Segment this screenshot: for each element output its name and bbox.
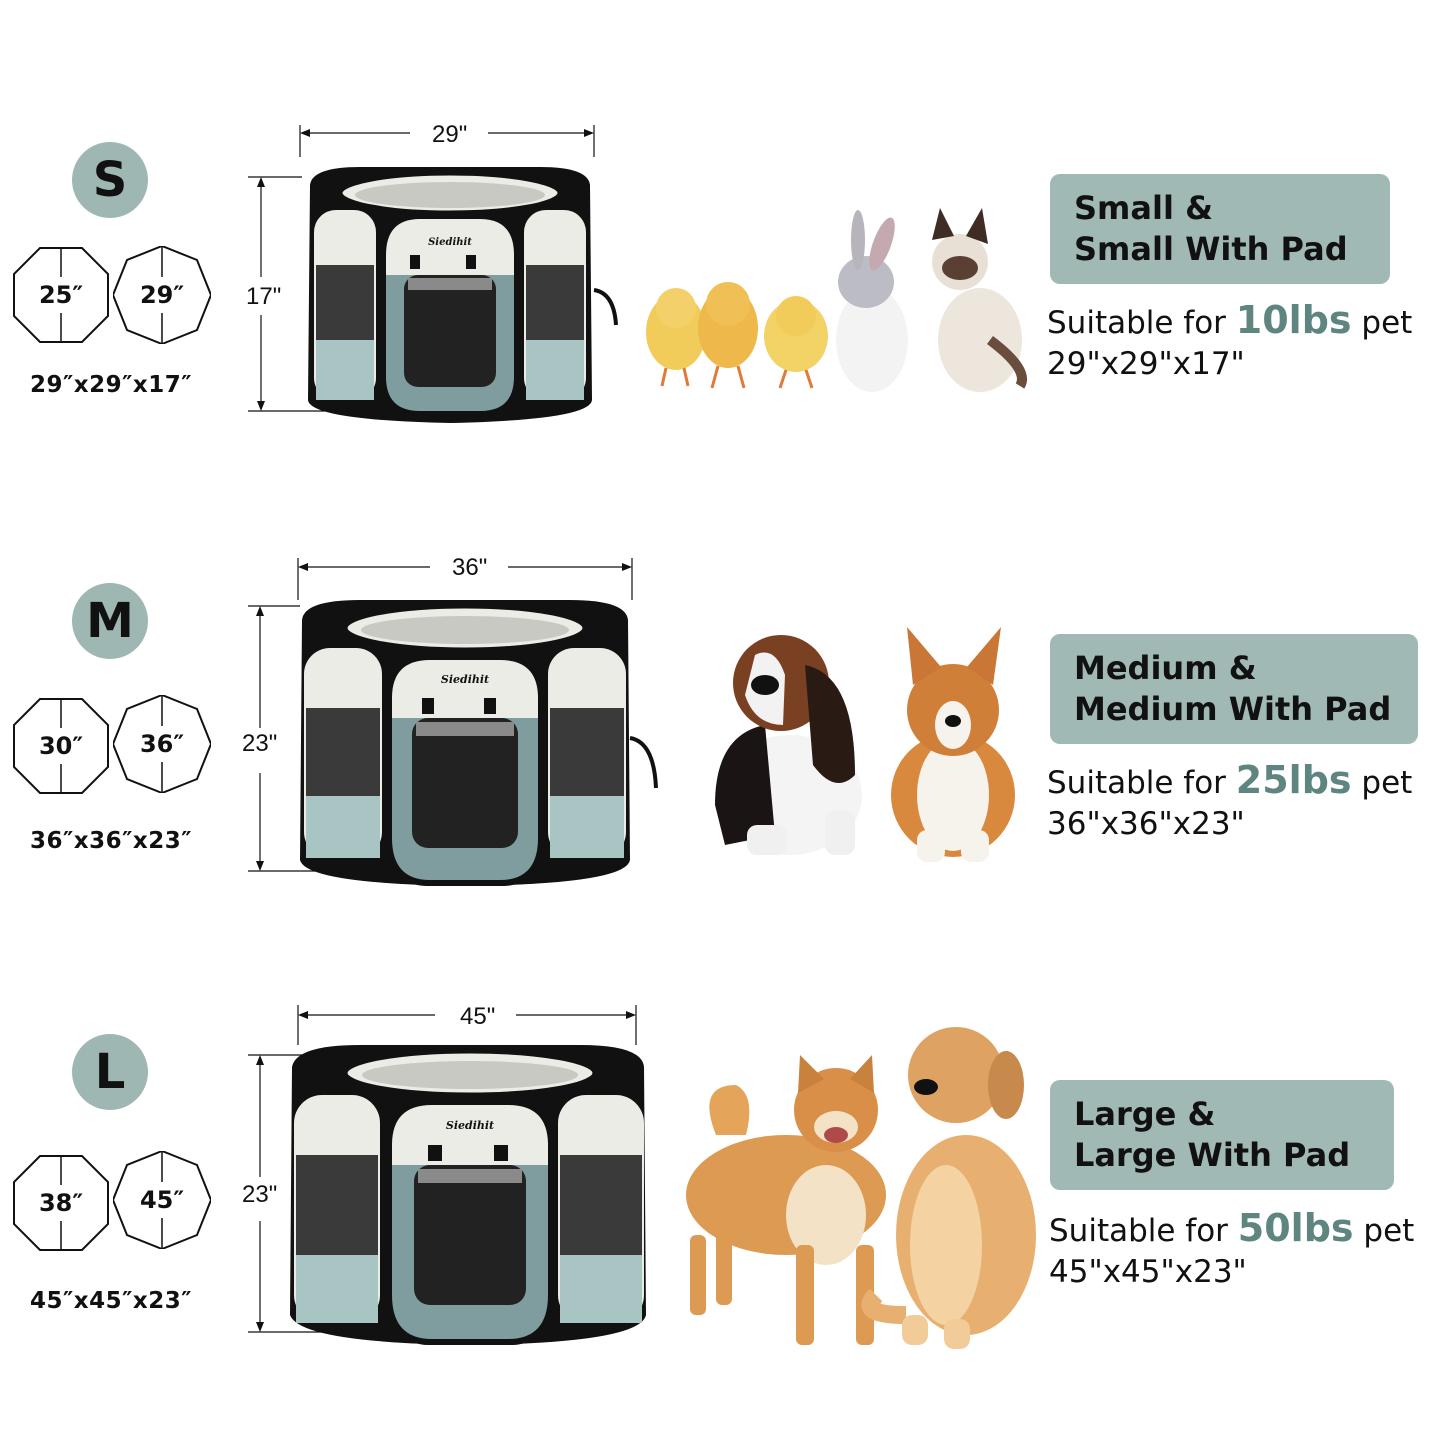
suitable-suffix: pet — [1361, 305, 1413, 341]
badge-line-2: Small With Pad — [1074, 230, 1348, 268]
playpen-image: Siedihit 29" 17" — [240, 115, 640, 430]
height-dimension-label: 23" — [236, 1181, 284, 1209]
size-row-small: S 25″ 29″ 29″x29″x17″ — [0, 0, 1445, 460]
suitable-prefix: Suitable for — [1047, 305, 1226, 341]
weight-capacity: 50lbs — [1237, 1206, 1354, 1250]
corgi-icon — [891, 627, 1015, 862]
octagon-diagonal-label: 36″ — [138, 726, 186, 762]
dimensions-text: 36"x36"x23" — [1047, 806, 1245, 842]
suitable-suffix: pet — [1361, 765, 1413, 801]
basset-hound-icon — [715, 635, 862, 855]
octagon-diagonal-icon: 45″ — [113, 1151, 211, 1249]
suitable-prefix: Suitable for — [1049, 1213, 1228, 1249]
octagon-side-label: 25″ — [37, 277, 85, 313]
width-dimension-label: 45" — [454, 1003, 502, 1031]
octagon-diagonal-label: 29″ — [138, 277, 186, 313]
suitable-for-text: Suitable for 50lbs pet — [1049, 1206, 1414, 1250]
width-dimension-label: 29" — [426, 121, 474, 149]
suitable-for-text: Suitable for 25lbs pet — [1047, 758, 1412, 802]
octagon-diagonal-icon: 29″ — [113, 246, 211, 344]
suitable-prefix: Suitable for — [1047, 765, 1226, 801]
width-dimension-label: 36" — [446, 554, 494, 582]
animals-illustration — [640, 200, 1030, 400]
suitable-suffix: pet — [1363, 1213, 1415, 1249]
playpen-drawing: Siedihit — [248, 1005, 646, 1345]
shiba-inu-icon — [686, 1055, 886, 1345]
golden-retriever-icon — [861, 1027, 1036, 1349]
animals-illustration — [685, 615, 1025, 870]
octagon-diagonal-label: 45″ — [138, 1182, 186, 1218]
octagon-side-icon: 25″ — [12, 246, 110, 344]
brand-logo: Siedihit — [428, 237, 472, 248]
size-letter-badge: S — [72, 142, 148, 218]
dimensions-text: 29"x29"x17" — [1047, 346, 1245, 382]
rabbit-icon — [836, 210, 908, 392]
octagon-side-icon: 30″ — [12, 697, 110, 795]
octagon-side-label: 30″ — [37, 728, 85, 764]
dimensions-bold: 45″x45″x23″ — [30, 1288, 193, 1314]
octagon-side-icon: 38″ — [12, 1154, 110, 1252]
badge-line-2: Large With Pad — [1074, 1136, 1351, 1174]
badge-line-2: Medium With Pad — [1074, 690, 1392, 728]
size-letter: S — [92, 152, 128, 208]
dimensions-bold: 36″x36″x23″ — [30, 828, 193, 854]
badge-line-1: Large & — [1074, 1095, 1216, 1133]
brand-logo: Siedihit — [441, 673, 489, 686]
octagon-diagonal-icon: 36″ — [113, 695, 211, 793]
badge-line-1: Medium & — [1074, 649, 1257, 687]
animals-illustration — [676, 1015, 1051, 1355]
size-letter: M — [86, 593, 134, 649]
size-name-badge: Small & Small With Pad — [1050, 174, 1390, 284]
playpen-drawing: Siedihit — [248, 125, 618, 423]
brand-logo: Siedihit — [446, 1119, 494, 1132]
playpen-image: Siedihit 36" 23" — [230, 548, 670, 893]
chick-icon — [764, 296, 828, 389]
size-letter-badge: M — [72, 583, 148, 659]
chick-icon — [698, 282, 758, 389]
size-letter: L — [94, 1044, 126, 1100]
siamese-cat-icon — [932, 208, 1027, 392]
octagon-side-label: 38″ — [37, 1185, 85, 1221]
chick-icon — [646, 288, 706, 387]
size-letter-badge: L — [72, 1034, 148, 1110]
playpen-image: Siedihit 45" 23" — [230, 995, 680, 1345]
badge-line-1: Small & — [1074, 189, 1213, 227]
height-dimension-label: 23" — [236, 730, 284, 758]
weight-capacity: 25lbs — [1235, 758, 1352, 802]
height-dimension-label: 17" — [240, 283, 288, 311]
suitable-for-text: Suitable for 10lbs pet — [1047, 298, 1412, 342]
dimensions-text: 45"x45"x23" — [1049, 1254, 1247, 1290]
weight-capacity: 10lbs — [1235, 298, 1352, 342]
size-name-badge: Large & Large With Pad — [1050, 1080, 1394, 1190]
playpen-drawing: Siedihit — [248, 558, 658, 886]
size-name-badge: Medium & Medium With Pad — [1050, 634, 1418, 744]
dimensions-bold: 29″x29″x17″ — [30, 372, 193, 398]
